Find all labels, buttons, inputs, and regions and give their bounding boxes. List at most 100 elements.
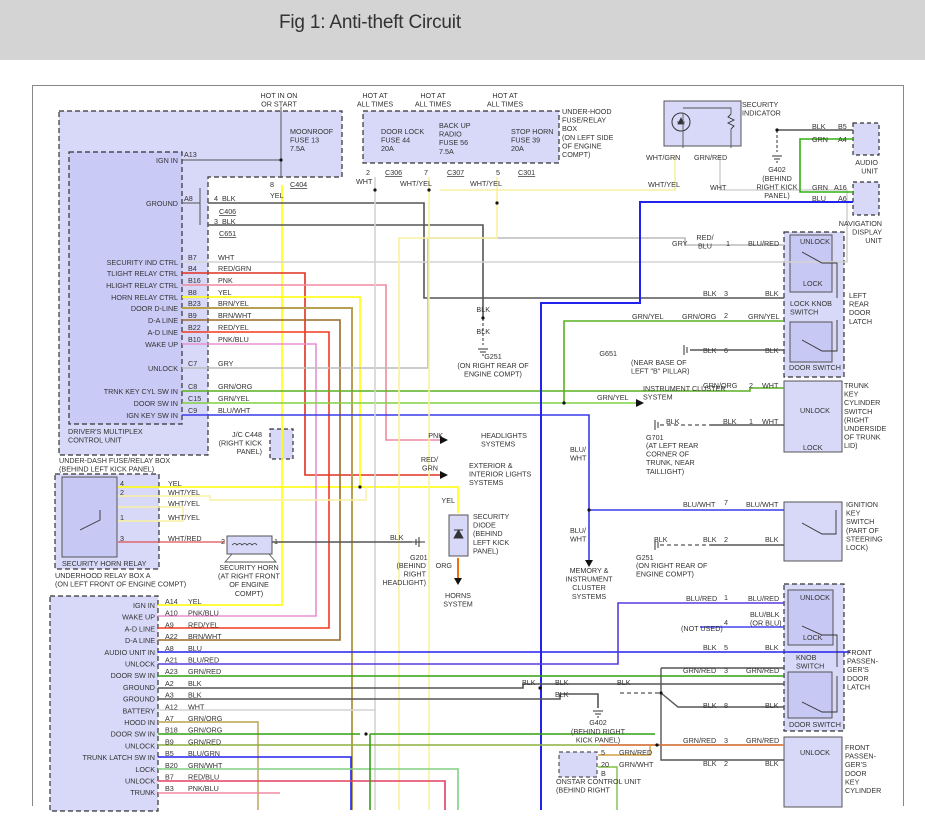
label-fp-blk8: BLK xyxy=(703,701,717,710)
label-pin-7: 7 xyxy=(424,168,428,177)
pmux-pin-label: A-D LINE xyxy=(125,624,156,633)
relay-wire-label: YEL xyxy=(168,479,182,488)
pin-number: B10 xyxy=(188,335,201,344)
pmux-wire-label: GRN/RED xyxy=(188,667,221,676)
label-wht-ind: WHT xyxy=(710,183,727,192)
label-wht-yel-2: WHT/YEL xyxy=(470,179,502,188)
label-g402b-blk2: BLK xyxy=(555,678,569,687)
label-g402-top: G402 xyxy=(768,165,786,174)
pmux-pin-label: HOOD IN xyxy=(124,718,155,727)
wire-grn-audio xyxy=(799,138,853,193)
led-icon xyxy=(671,112,691,132)
label-pin-5: 5 xyxy=(496,168,500,177)
wire-blk-c651 xyxy=(208,224,484,318)
label-onstar-grn-wht: GRN/WHT xyxy=(619,760,654,769)
label-ign-pin2: 2 xyxy=(724,535,728,544)
wire-blu-nav xyxy=(540,201,853,810)
relay-pin-number: 4 xyxy=(120,479,124,488)
door-switch-2 xyxy=(787,671,833,719)
ground-icon-g251b xyxy=(654,540,659,550)
label-lr-pin2: 2 xyxy=(724,311,728,320)
pmux-wire-label: BLU xyxy=(188,644,202,653)
switch-contacts xyxy=(79,251,838,713)
figure-header: Fig 1: Anti-theft Circuit xyxy=(0,0,925,60)
wire-color-label: BRN/WHT xyxy=(218,311,252,320)
label-door-switch: DOOR SWITCH xyxy=(789,363,841,372)
wire-color-label: GRN/ORG xyxy=(218,382,253,391)
label-pin-2: 2 xyxy=(366,168,370,177)
label-lr-unlock: UNLOCK xyxy=(800,237,830,246)
navigation-display-unit xyxy=(852,181,880,216)
pin-label: UNLOCK xyxy=(148,364,178,373)
label-audio-a4: A4 xyxy=(838,135,847,144)
pmux-wire-label: GRN/ORG xyxy=(188,726,223,735)
label-fpk-blk: BLK xyxy=(703,759,717,768)
relay-wire-label: WHT/YEL xyxy=(168,488,200,497)
pin-number: B8 xyxy=(188,288,197,297)
label-lr-blk2-r: BLK xyxy=(765,346,779,355)
relay-wire-label: WHT/YEL xyxy=(168,513,200,522)
label-lr-lock: LOCK xyxy=(803,279,823,288)
label-org: ORG xyxy=(436,561,453,570)
ground-icon-g402-top xyxy=(772,155,782,163)
pin-label-ground: GROUND xyxy=(146,199,178,208)
pin-label: D-A LINE xyxy=(148,316,178,325)
pmux-pin-number: A7 xyxy=(165,714,174,723)
label-lr-pin3: 3 xyxy=(724,289,728,298)
label-blk-g251-2: BLK xyxy=(476,327,490,336)
pmux-pin-label: LOCK xyxy=(135,765,155,774)
label-nav-a16: A16 xyxy=(834,183,847,192)
pmux-wire-label: RED/BLU xyxy=(188,773,219,782)
pmux-pin-label: TRUNK xyxy=(130,788,155,797)
arrow-headlights xyxy=(440,436,448,444)
label-lr-grn-yel: GRN/YEL xyxy=(632,312,664,321)
label-trunk-blk2: BLK xyxy=(723,417,737,426)
label-wht-yel-ind: WHT/YEL xyxy=(648,180,680,189)
pmux-wire-label: BLU/GRN xyxy=(188,749,220,758)
label-trunk-grn-org: GRN/ORG xyxy=(703,381,738,390)
ground-icon-g651 xyxy=(683,345,688,355)
pmux-pin-number: B18 xyxy=(165,726,178,735)
label-g701: G701 xyxy=(646,433,664,442)
pmux-pin-label: UNLOCK xyxy=(125,777,155,786)
pin-label: TLIGHT RELAY CTRL xyxy=(107,269,178,278)
label-fp-blu-red: BLU/RED xyxy=(686,594,717,603)
label-onstar-pin5: 5 xyxy=(601,748,605,757)
pin-label-ign-in: IGN IN xyxy=(156,156,178,165)
label-yel: YEL xyxy=(270,191,284,200)
label-red-grn-ext: RED/GRN xyxy=(421,455,438,473)
pin-label: DOOR D-LINE xyxy=(131,304,178,313)
pmux-pin-label: GROUND xyxy=(123,683,155,692)
label-lr-blk-r: BLK xyxy=(765,289,779,298)
label-fp-pin5: 5 xyxy=(724,643,728,652)
pin-number: B22 xyxy=(188,323,201,332)
label-lr-pin1: 1 xyxy=(726,239,730,248)
underhood-fuse-box xyxy=(362,110,560,164)
wire-color-label: RED/GRN xyxy=(218,264,251,273)
label-fpk-unlock: UNLOCK xyxy=(800,748,830,757)
pmux-pin-number: A10 xyxy=(165,609,178,618)
label-lr-red-blu: RED/BLU xyxy=(696,233,713,251)
label-onstar: ONSTAR CONTROL UNIT(BEHIND RIGHT xyxy=(556,777,642,795)
pin-number: B16 xyxy=(188,276,201,285)
label-fp-blk-r: BLK xyxy=(765,643,779,652)
pin-a8: A8 xyxy=(184,194,193,203)
label-fpk-pin2: 2 xyxy=(724,759,728,768)
pmux-pin-label: AUDIO UNIT IN xyxy=(104,648,155,657)
pin-number: B23 xyxy=(188,299,201,308)
arrow-memory xyxy=(585,560,593,567)
pin-number: B4 xyxy=(188,264,197,273)
label-fp-pin1: 1 xyxy=(724,593,728,602)
pmux-pin-number: B5 xyxy=(165,749,174,758)
pin-label: IGN KEY SW IN xyxy=(126,411,178,420)
